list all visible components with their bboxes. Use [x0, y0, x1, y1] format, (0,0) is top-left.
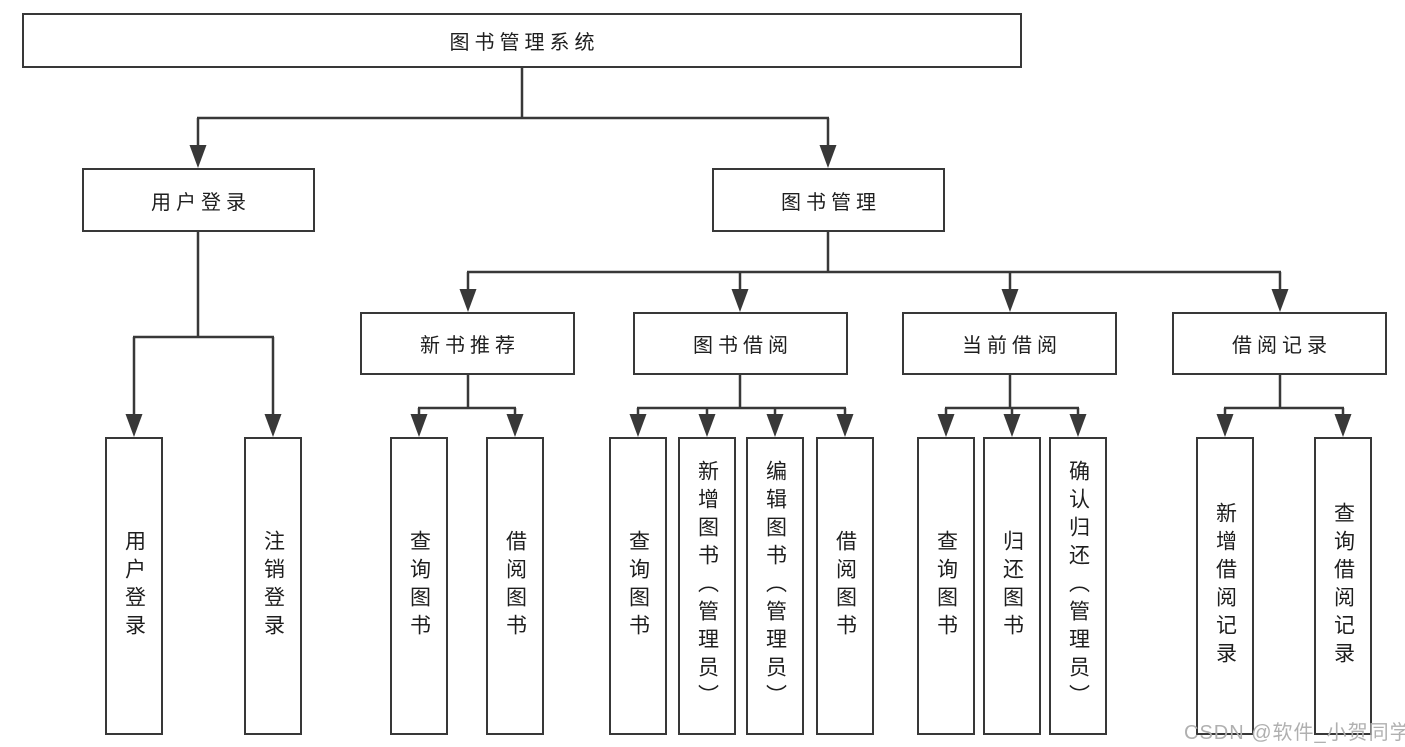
arrowhead-icon [264, 414, 282, 437]
leaf-query-borrow-record: 查询借阅记录 [1314, 437, 1372, 735]
leaf-logout-label: 注销登录 [261, 530, 285, 642]
leaf-borrow-books-2: 借阅图书 [816, 437, 874, 735]
arrowhead-icon [1334, 414, 1352, 437]
node-current-borrow-label: 当前借阅 [962, 335, 1062, 357]
arrowhead-icon [819, 145, 837, 168]
leaf-query-borrow-record-label: 查询借阅记录 [1331, 502, 1355, 670]
node-current-borrow: 当前借阅 [902, 312, 1117, 375]
arrowhead-icon [731, 289, 749, 312]
leaf-query-books-1-label: 查询图书 [407, 530, 431, 642]
node-root: 图书管理系统 [22, 13, 1022, 68]
arrowhead-icon [836, 414, 854, 437]
arrowhead-icon [189, 145, 207, 168]
arrowhead-icon [506, 414, 524, 437]
leaf-user-login: 用户登录 [105, 437, 163, 735]
leaf-edit-book-admin-label: 编辑图书（管理员） [763, 460, 787, 712]
arrowhead-icon [459, 289, 477, 312]
node-borrow-records: 借阅记录 [1172, 312, 1387, 375]
arrowhead-icon [937, 414, 955, 437]
arrowhead-icon [410, 414, 428, 437]
leaf-add-book-admin-label: 新增图书（管理员） [695, 460, 719, 712]
node-book-borrow-label: 图书借阅 [693, 335, 793, 357]
arrowhead-icon [766, 414, 784, 437]
arrowhead-icon [1271, 289, 1289, 312]
arrowhead-icon [1001, 289, 1019, 312]
leaf-return-book-label: 归还图书 [1000, 530, 1024, 642]
node-book-management: 图书管理 [712, 168, 945, 232]
leaf-borrow-books-1-label: 借阅图书 [503, 530, 527, 642]
leaf-query-books-3: 查询图书 [917, 437, 975, 735]
node-book-borrow: 图书借阅 [633, 312, 848, 375]
arrowhead-icon [125, 414, 143, 437]
node-book-management-label: 图书管理 [781, 191, 881, 214]
node-borrow-records-label: 借阅记录 [1232, 335, 1332, 357]
leaf-return-book: 归还图书 [983, 437, 1041, 735]
leaf-add-book-admin: 新增图书（管理员） [678, 437, 736, 735]
arrowhead-icon [629, 414, 647, 437]
leaf-edit-book-admin: 编辑图书（管理员） [746, 437, 804, 735]
arrowhead-icon [698, 414, 716, 437]
arrowheads [125, 145, 1352, 437]
node-user-login: 用户登录 [82, 168, 315, 232]
leaf-add-borrow-record: 新增借阅记录 [1196, 437, 1254, 735]
leaf-query-books-3-label: 查询图书 [934, 530, 958, 642]
leaf-confirm-return-admin: 确认归还（管理员） [1049, 437, 1107, 735]
leaf-borrow-books-2-label: 借阅图书 [833, 530, 857, 642]
leaf-confirm-return-admin-label: 确认归还（管理员） [1066, 460, 1090, 712]
leaf-query-books-2: 查询图书 [609, 437, 667, 735]
arrowhead-icon [1216, 414, 1234, 437]
node-root-label: 图书管理系统 [449, 32, 600, 54]
leaf-add-borrow-record-label: 新增借阅记录 [1213, 502, 1237, 670]
leaf-query-books-1: 查询图书 [390, 437, 448, 735]
node-user-login-label: 用户登录 [151, 191, 251, 214]
node-new-book-recommend-label: 新书推荐 [420, 335, 520, 357]
node-new-book-recommend: 新书推荐 [360, 312, 575, 375]
leaf-logout: 注销登录 [244, 437, 302, 735]
arrowhead-icon [1069, 414, 1087, 437]
leaf-user-login-label: 用户登录 [122, 530, 146, 642]
watermark: CSDN @软件_小贺同学 [1184, 722, 1405, 744]
leaf-query-books-2-label: 查询图书 [626, 530, 650, 642]
leaf-borrow-books-1: 借阅图书 [486, 437, 544, 735]
arrowhead-icon [1003, 414, 1021, 437]
